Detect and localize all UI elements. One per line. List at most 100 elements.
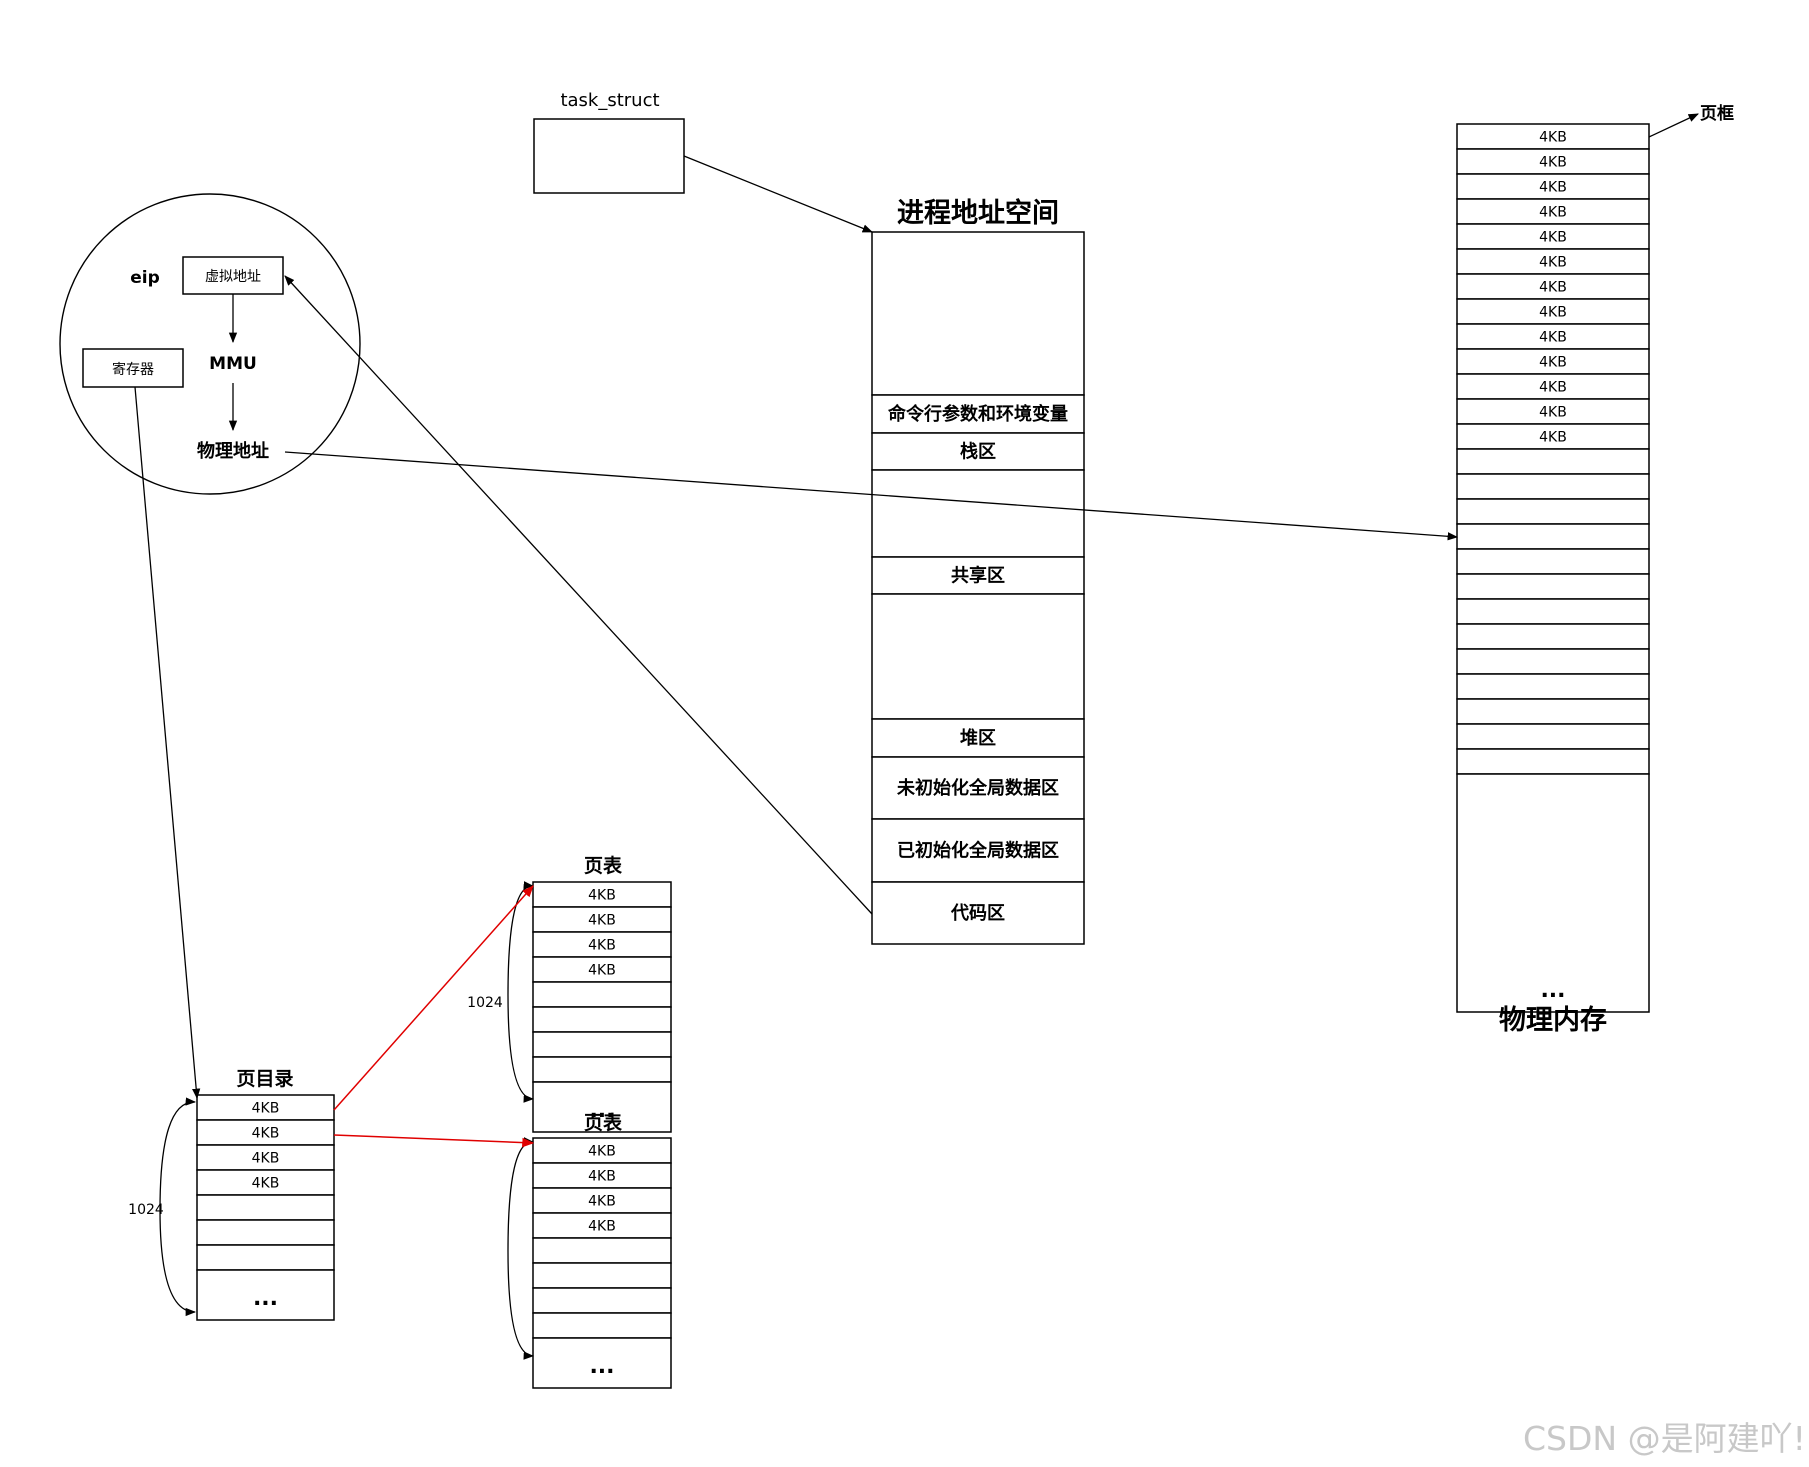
physical-memory-cell — [1456, 423, 1650, 450]
address-space-segment — [871, 718, 1085, 758]
page-table-2-cell — [532, 1287, 672, 1314]
page-directory-entries: 4KB4KB4KB4KB... — [196, 1094, 335, 1321]
address-space-segment-label: 命令行参数和环境变量 — [888, 403, 1068, 425]
address-space-segment-label: 未初始化全局数据区 — [897, 777, 1059, 799]
page-table-2-cell — [532, 1212, 672, 1239]
page-directory-cell — [196, 1244, 335, 1271]
physical-memory-cell-label: 4KB — [1539, 230, 1567, 246]
task-struct-label: task_struct — [560, 90, 659, 111]
physical-memory-cell — [1456, 748, 1650, 775]
physical-memory-title: 物理内存 — [1499, 1005, 1607, 1036]
page-directory-cell — [196, 1219, 335, 1246]
page-table-1-cell-label: 4KB — [588, 963, 616, 979]
physical-memory-cell-label: 4KB — [1539, 180, 1567, 196]
process-address-space: 进程地址空间 命令行参数和环境变量栈区共享区堆区未初始化全局数据区已初始化全局数… — [871, 197, 1085, 945]
page-table-2-ellipsis: ... — [589, 1354, 614, 1379]
page-table-2-ellipsis-cell — [532, 1337, 672, 1389]
page-table-2-cell — [532, 1312, 672, 1339]
page-table-1-cell — [532, 981, 672, 1008]
physical-memory-cell — [1456, 698, 1650, 725]
task-struct-box — [533, 118, 685, 194]
page-directory-cell — [196, 1119, 335, 1146]
page-table-2-entries: 4KB4KB4KB4KB... — [532, 1137, 672, 1389]
register-box — [82, 348, 184, 388]
page-table-1-title: 页表 — [584, 854, 623, 877]
physical-memory-cell-label: 4KB — [1539, 305, 1567, 321]
address-space-title: 进程地址空间 — [897, 197, 1059, 229]
code-segment-to-virtual-address-arrow — [284, 275, 873, 915]
physical-memory-cell-label: 4KB — [1539, 430, 1567, 446]
physical-memory-cell — [1456, 523, 1650, 550]
physical-memory-cell-label: 4KB — [1539, 355, 1567, 371]
physical-memory-cell — [1456, 723, 1650, 750]
physical-memory-cell — [1456, 648, 1650, 675]
page-table-1-count: 1024 — [467, 995, 503, 1011]
address-space-segment-label: 共享区 — [951, 565, 1005, 587]
page-table-2-cell-label: 4KB — [588, 1194, 616, 1210]
physical-memory-cell-label: 4KB — [1539, 205, 1567, 221]
page-table-1-cell-label: 4KB — [588, 938, 616, 954]
virtual-address-label: 虚拟地址 — [205, 269, 261, 285]
page-directory-cell — [196, 1194, 335, 1221]
page-table-2: 页表 4KB4KB4KB4KB... — [507, 1111, 672, 1389]
physical-memory-cell-label: 4KB — [1539, 130, 1567, 146]
page-frame-label: 页框 — [1700, 103, 1734, 124]
page-table-2-cell — [532, 1262, 672, 1289]
page-table-2-cell-label: 4KB — [588, 1169, 616, 1185]
physical-memory-cell — [1456, 473, 1650, 500]
physical-memory-cell — [1456, 323, 1650, 350]
page-table-1-cell — [532, 1031, 672, 1058]
directory-to-page-table-1-arrow — [333, 885, 534, 1111]
page-table-1-count-brace — [507, 881, 535, 1103]
watermark: CSDN @是阿建吖! — [1523, 1419, 1806, 1458]
physical-memory-cell — [1456, 448, 1650, 475]
page-directory-ellipsis-cell — [196, 1269, 335, 1321]
address-space-segment-label: 已初始化全局数据区 — [897, 840, 1059, 862]
address-space-segment-label: 堆区 — [960, 727, 996, 749]
physical-memory: 4KB4KB4KB4KB4KB4KB4KB4KB4KB4KB4KB4KB4KB.… — [1456, 103, 1734, 1036]
address-space-segment — [871, 231, 1085, 396]
task-struct: task_struct — [533, 90, 685, 194]
register-to-page-directory-arrow — [134, 386, 201, 1100]
mmu-label: MMU — [209, 354, 257, 374]
page-table-1-cell — [532, 906, 672, 933]
page-table-1-cell-label: 4KB — [588, 913, 616, 929]
physical-memory-cell-label: 4KB — [1539, 405, 1567, 421]
physical-memory-cell — [1456, 548, 1650, 575]
directory-to-page-table-2-arrow — [333, 1134, 535, 1148]
physical-memory-ellipsis-cell — [1456, 773, 1650, 1013]
physical-memory-cell — [1456, 148, 1650, 175]
page-table-1-cell-label: 4KB — [588, 888, 616, 904]
physical-memory-cell — [1456, 173, 1650, 200]
physical-memory-cell-label: 4KB — [1539, 280, 1567, 296]
page-frame-label-arrow — [1648, 113, 1699, 138]
page-table-2-cell — [532, 1237, 672, 1264]
physical-memory-cell — [1456, 573, 1650, 600]
task-struct-to-address-space-arrow — [683, 155, 873, 233]
page-directory-cell — [196, 1144, 335, 1171]
page-table-1-cell — [532, 1056, 672, 1083]
page-table-1-cell — [532, 1006, 672, 1033]
page-table-2-title: 页表 — [584, 1111, 623, 1134]
page-directory-title: 页目录 — [236, 1068, 293, 1090]
address-space-segment-label: 栈区 — [960, 441, 996, 463]
page-directory-cell-label: 4KB — [252, 1126, 280, 1142]
physical-memory-cell — [1456, 498, 1650, 525]
physical-memory-cell-label: 4KB — [1539, 255, 1567, 271]
page-directory-cell-label: 4KB — [252, 1101, 280, 1117]
page-table-1: 页表 4KB 4KB 4KB 4KB... 1024 — [467, 854, 672, 1133]
page-directory-cell-label: 4KB — [252, 1176, 280, 1192]
register-label: 寄存器 — [112, 361, 154, 378]
address-space-segment — [871, 394, 1085, 434]
physical-memory-cell — [1456, 623, 1650, 650]
page-table-2-count-brace — [507, 1137, 535, 1360]
address-space-segment — [871, 432, 1085, 471]
page-table-1-ellipsis: ... — [589, 1098, 614, 1123]
cpu-mmu-circle: eip 虚拟地址 寄存器 MMU 物理地址 — [59, 193, 361, 495]
page-directory-count-brace — [159, 1097, 197, 1317]
physical-memory-cell-label: 4KB — [1539, 380, 1567, 396]
page-directory-cell-label: 4KB — [252, 1151, 280, 1167]
physical-memory-cell — [1456, 673, 1650, 700]
